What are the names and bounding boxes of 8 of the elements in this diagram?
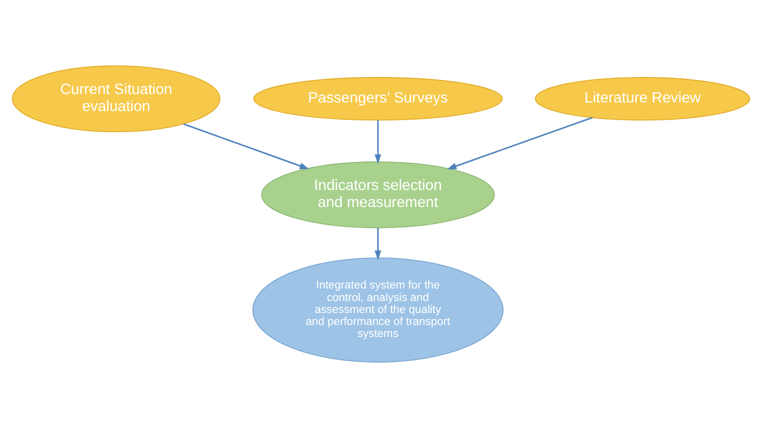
node-ellipse: Integrated system for the control, analysis and assessment of the quality and performance of transport systems [252,256,504,362]
node-ellipse: Passengers’ Surveys [253,76,503,120]
node-ellipse: Literature Review [534,76,750,120]
arrow [183,122,310,169]
arrow [446,116,593,169]
arrow [374,120,382,164]
arrow [374,227,382,260]
node-ellipse: Current Situation evaluation [12,64,220,132]
